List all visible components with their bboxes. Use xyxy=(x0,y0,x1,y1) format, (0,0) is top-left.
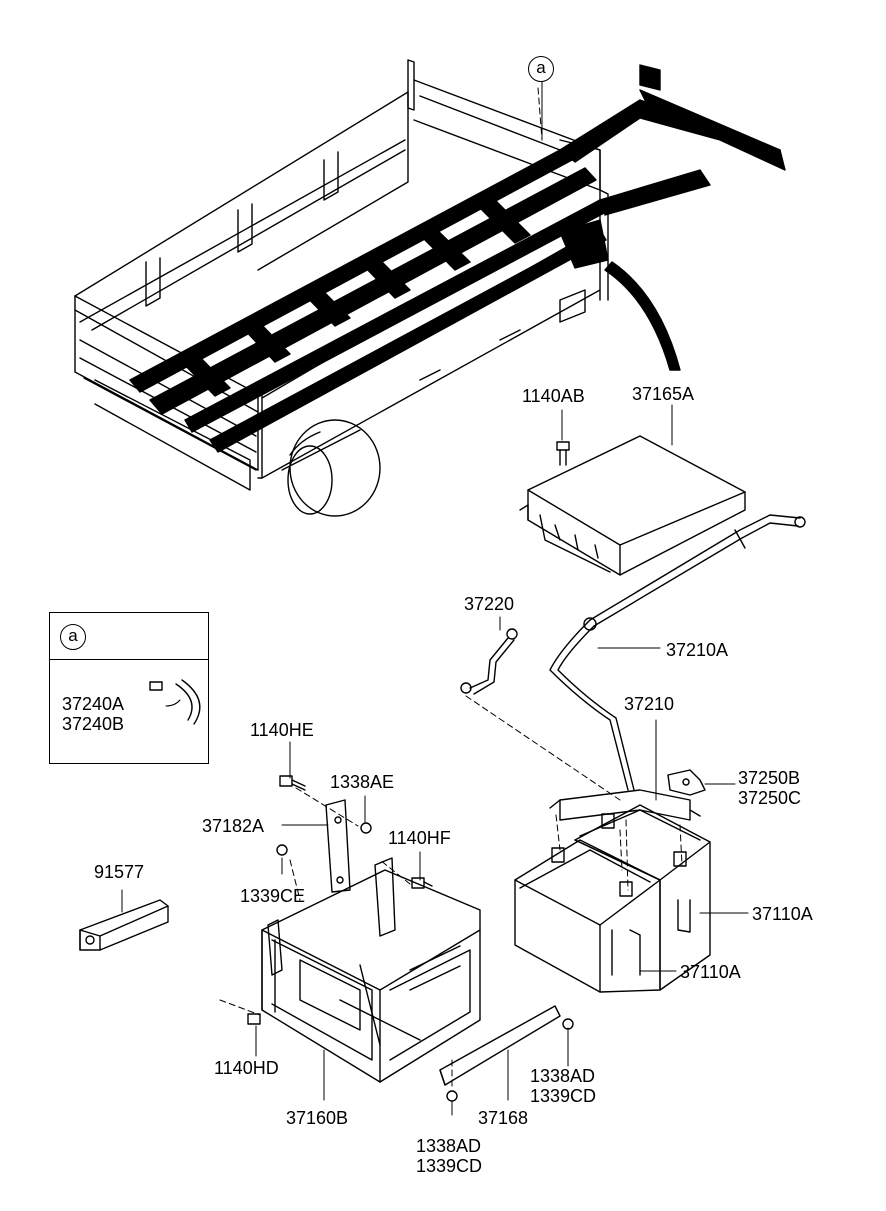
cable-37210 xyxy=(549,789,701,821)
label-1140hd: 1140HD xyxy=(214,1058,279,1078)
label-1140hf: 1140HF xyxy=(388,828,451,848)
chassis-frame xyxy=(129,64,786,453)
bracket-91577 xyxy=(79,899,169,951)
label-1140ab: 1140AB xyxy=(522,386,585,406)
hardware-fasteners xyxy=(247,775,574,1102)
label-37168: 37168 xyxy=(478,1108,529,1128)
battery-right xyxy=(574,804,711,991)
rod-37168 xyxy=(439,1005,561,1086)
leader-lines xyxy=(121,81,749,1116)
battery-cover xyxy=(519,435,746,576)
label-37210: 37210 xyxy=(624,694,675,714)
bracket-37182a xyxy=(325,799,351,893)
label-91577: 91577 xyxy=(94,862,145,882)
label-37240a: 37240A xyxy=(62,694,125,714)
label-37110a-bottom: 37110A xyxy=(680,962,741,982)
bolt-1140ab xyxy=(556,441,570,466)
inset-box xyxy=(49,612,209,764)
ground-cable-37220 xyxy=(460,628,518,695)
label-1339cd-bottom: 1339CD xyxy=(416,1156,483,1176)
label-37240b: 37240B xyxy=(62,714,125,734)
terminal-37250b xyxy=(667,769,706,796)
ref-marker-a: a xyxy=(528,56,554,82)
label-37110a-right: 37110A xyxy=(752,904,813,924)
label-37210a: 37210A xyxy=(666,640,729,660)
label-37220: 37220 xyxy=(464,594,515,614)
positive-cable-37210a xyxy=(549,514,806,791)
truck-cargo-bed xyxy=(74,59,609,517)
label-1338ad-right: 1338AD xyxy=(530,1066,596,1086)
label-1339ce: 1339CE xyxy=(240,886,306,906)
guide-lines xyxy=(219,87,683,1091)
battery-left xyxy=(514,839,661,993)
label-1140he: 1140HE xyxy=(250,720,314,740)
inset-divider xyxy=(50,659,208,660)
inset-marker-a: a xyxy=(60,624,86,650)
label-37160b: 37160B xyxy=(286,1108,349,1128)
label-1339cd-right: 1339CD xyxy=(530,1086,597,1106)
label-37250c: 37250C xyxy=(738,788,802,808)
label-37165a: 37165A xyxy=(632,384,695,404)
label-37182a: 37182A xyxy=(202,816,265,836)
label-1338ad-bottom: 1338AD xyxy=(416,1136,482,1156)
clamp-37240a xyxy=(149,679,201,725)
battery-tray xyxy=(261,857,481,1083)
label-1338ae: 1338AE xyxy=(330,772,395,792)
label-37250b: 37250B xyxy=(738,768,801,788)
